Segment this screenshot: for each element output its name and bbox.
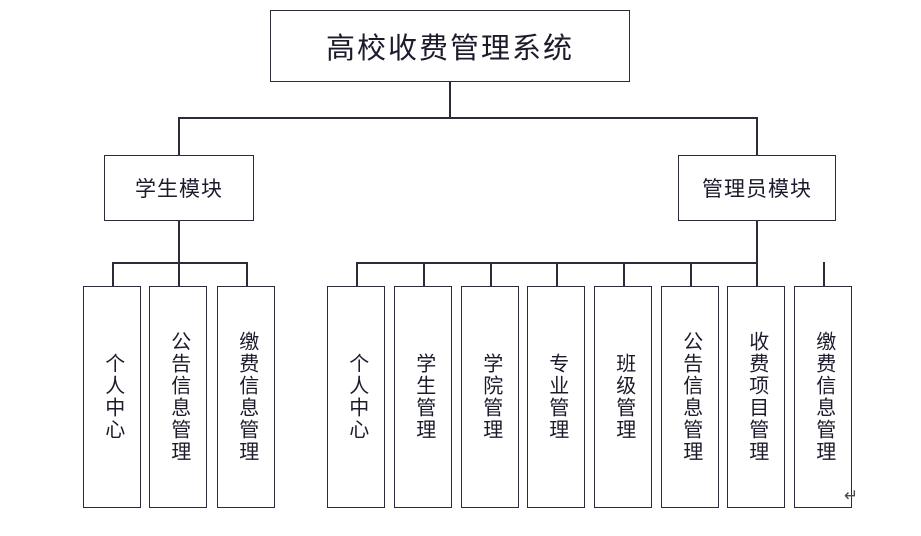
connector-admin-child-3 xyxy=(490,262,492,286)
connector-admin-child-2 xyxy=(423,262,425,286)
node-admin-payment-info-management: 缴费信息管理 xyxy=(794,286,852,508)
paragraph-return-icon: ↵ xyxy=(844,486,859,506)
connector-student-bus xyxy=(112,262,247,264)
connector-student-child-3 xyxy=(246,262,248,286)
node-admin-notice-management: 公告信息管理 xyxy=(661,286,719,508)
node-admin-college-management: 学院管理 xyxy=(461,286,519,508)
connector-student-child-1 xyxy=(112,262,114,286)
connector-admin-stem xyxy=(756,221,758,263)
node-admin-module: 管理员模块 xyxy=(678,155,836,221)
connector-root-stem xyxy=(449,82,451,118)
connector-student-child-2 xyxy=(178,262,180,286)
connector-to-admin-module xyxy=(756,117,758,155)
node-admin-major-management: 专业管理 xyxy=(527,286,585,508)
node-student-module: 学生模块 xyxy=(104,155,254,221)
node-student-personal-center: 个人中心 xyxy=(83,286,141,508)
node-student-payment-info-management: 缴费信息管理 xyxy=(217,286,275,508)
connector-admin-child-7 xyxy=(756,262,758,286)
node-root-system: 高校收费管理系统 xyxy=(270,10,630,82)
node-admin-student-management: 学生管理 xyxy=(394,286,452,508)
node-admin-fee-item-management: 收费项目管理 xyxy=(727,286,785,508)
connector-admin-child-5 xyxy=(623,262,625,286)
node-student-notice-management: 公告信息管理 xyxy=(149,286,207,508)
connector-admin-child-4 xyxy=(556,262,558,286)
connector-to-student-module xyxy=(178,117,180,155)
connector-admin-child-6 xyxy=(690,262,692,286)
connector-root-bus xyxy=(178,117,757,119)
connector-student-stem xyxy=(178,221,180,263)
node-admin-class-management: 班级管理 xyxy=(594,286,652,508)
connector-admin-child-8 xyxy=(823,262,825,286)
node-admin-personal-center: 个人中心 xyxy=(327,286,385,508)
connector-admin-child-1 xyxy=(356,262,358,286)
